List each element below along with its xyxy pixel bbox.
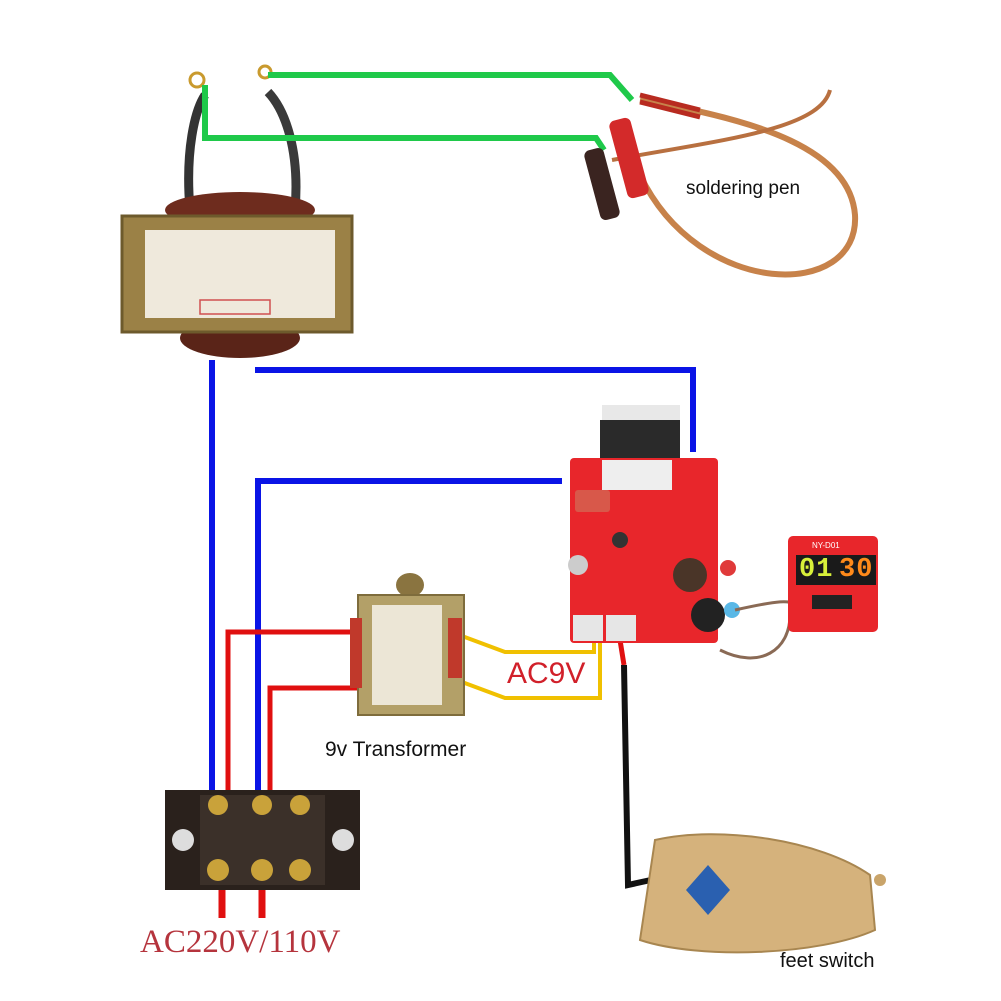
transformer-9v-label: 9v Transformer bbox=[325, 738, 467, 761]
soldering-pen-label: soldering pen bbox=[686, 178, 801, 199]
feet-switch-label: feet switch bbox=[780, 950, 875, 972]
ac9v-label: AC9V bbox=[507, 657, 586, 690]
foot-switch bbox=[638, 833, 886, 954]
soldering-pen bbox=[584, 89, 859, 278]
display-model-label: NY-D01 bbox=[812, 541, 840, 550]
mains-voltage-label: AC220V/110V bbox=[140, 924, 341, 960]
main-transformer bbox=[120, 64, 354, 358]
blue-wires bbox=[209, 360, 696, 805]
display-left-digits: 01 bbox=[796, 555, 837, 585]
green-wires bbox=[202, 72, 635, 152]
terminal-block bbox=[165, 790, 360, 890]
red-wires bbox=[218, 629, 627, 918]
transformer-9v bbox=[350, 573, 465, 716]
yellow-wires bbox=[461, 634, 602, 700]
display-right-digits: 30 bbox=[836, 555, 877, 585]
control-board bbox=[568, 405, 797, 660]
